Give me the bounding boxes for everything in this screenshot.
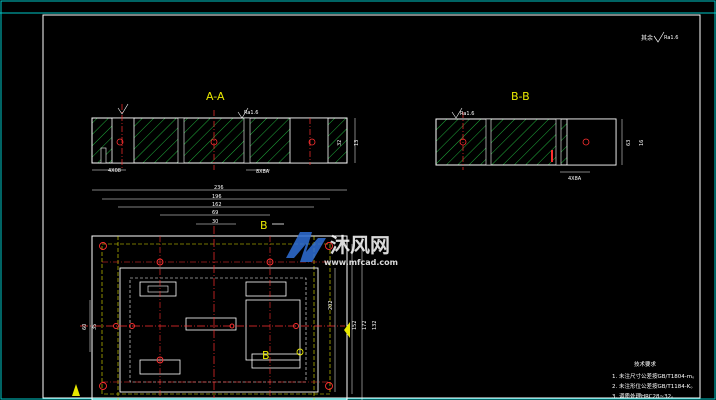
plan-hole	[229, 323, 235, 329]
dim-text: 16	[639, 140, 645, 146]
dim-text: 236	[214, 185, 224, 191]
dim-text: 172	[362, 320, 368, 330]
plan-pocket-slot	[147, 285, 169, 293]
dim-text: 152	[352, 320, 358, 330]
plan-hole	[113, 323, 119, 329]
section-b-b-slot	[555, 118, 562, 166]
plan-pocket	[245, 281, 287, 297]
dim-text: 32	[337, 140, 343, 146]
plan-view: 236 196 162 69 30	[72, 185, 378, 400]
cut-label-b: B	[260, 219, 268, 232]
cut-arrow-icon	[72, 384, 80, 396]
section-a-a-pin-hole	[100, 147, 107, 164]
plan-hole	[296, 348, 304, 356]
section-a-a-hole	[116, 138, 124, 146]
dim-text: 60	[82, 324, 88, 330]
dim-text: 162	[212, 202, 222, 208]
plan-pocket	[139, 281, 177, 297]
section-a-a-slot	[243, 117, 251, 164]
dim-text: 196	[212, 194, 222, 200]
dim-text: 8X8A	[256, 169, 270, 175]
plan-center-slot	[185, 317, 237, 331]
notes-item: 2. 未注形位公差按GB/T1184-K。	[612, 382, 696, 390]
plan-hole	[293, 323, 299, 329]
watermark-url: www.mfcad.com	[324, 258, 398, 267]
section-b-b: B-B Ra1.6 4X8A 63 16	[435, 90, 645, 182]
plan-hidden-outline	[101, 243, 331, 395]
dim-text: 63	[626, 140, 632, 146]
plan-hole	[156, 356, 164, 364]
roughness-symbol-icon	[117, 103, 129, 115]
plan-hole	[156, 258, 164, 266]
roughness-note-text: 其余	[641, 34, 653, 42]
notes-title: 技术要求	[634, 360, 657, 368]
plan-pocket	[251, 353, 301, 369]
dim-text: 30	[212, 219, 218, 225]
watermark: 沐风网 www.mfcad.com	[286, 232, 398, 267]
section-a-a-hole	[210, 138, 218, 146]
dim-text: 35	[92, 324, 98, 330]
section-b-b-hole	[582, 138, 590, 146]
plan-hole	[99, 382, 107, 390]
section-a-a-roughness: Ra1.6	[244, 110, 258, 116]
technical-notes: 技术要求 1. 未注尺寸公差按GB/T1804-m。 2. 未注形位公差按GB/…	[612, 360, 698, 400]
plan-hole	[266, 258, 274, 266]
plan-hole	[129, 323, 135, 329]
cut-arrow-icon	[344, 322, 350, 338]
roughness-symbol-icon	[237, 107, 249, 119]
section-b-b-slot	[485, 118, 492, 166]
roughness-symbol-icon	[451, 107, 463, 119]
notes-item: 1. 未注尺寸公差按GB/T1804-m。	[612, 372, 698, 380]
section-b-b-pocket	[566, 118, 617, 166]
plan-right-block	[245, 299, 301, 361]
plan-inner-frame	[119, 267, 319, 393]
plan-hole	[325, 382, 333, 390]
section-a-a-slot	[177, 117, 185, 164]
dim-text: 69	[212, 210, 218, 216]
section-b-b-label: B-B	[511, 90, 530, 103]
plan-hole	[99, 242, 107, 250]
roughness-symbol-icon	[653, 31, 665, 43]
dim-text: 13	[354, 140, 360, 146]
plan-outer-plate	[91, 235, 348, 400]
watermark-brand: 沐风网	[330, 233, 390, 257]
dim-text: 132	[372, 320, 378, 330]
roughness-note-value: Ra1.6	[664, 35, 678, 41]
section-a-a: A-A 4X08 8X8A 32 13 Ra1.6	[91, 90, 360, 175]
section-a-a-hole	[308, 138, 316, 146]
dim-text: 4X08	[108, 168, 121, 174]
roughness-note: 其余 Ra1.6	[641, 31, 678, 43]
plan-hole	[325, 242, 333, 250]
drawing-frame	[42, 14, 701, 399]
dim-text: 202	[328, 300, 334, 310]
watermark-logo-icon	[286, 232, 326, 262]
dim-text: 4X8A	[568, 176, 582, 182]
notes-item: 3. 调质处理HRC28~32。	[612, 392, 677, 400]
section-b-b-roughness: Ra1.6	[460, 111, 474, 117]
cut-label-b: B	[262, 349, 270, 362]
section-a-a-label: A-A	[206, 90, 225, 103]
